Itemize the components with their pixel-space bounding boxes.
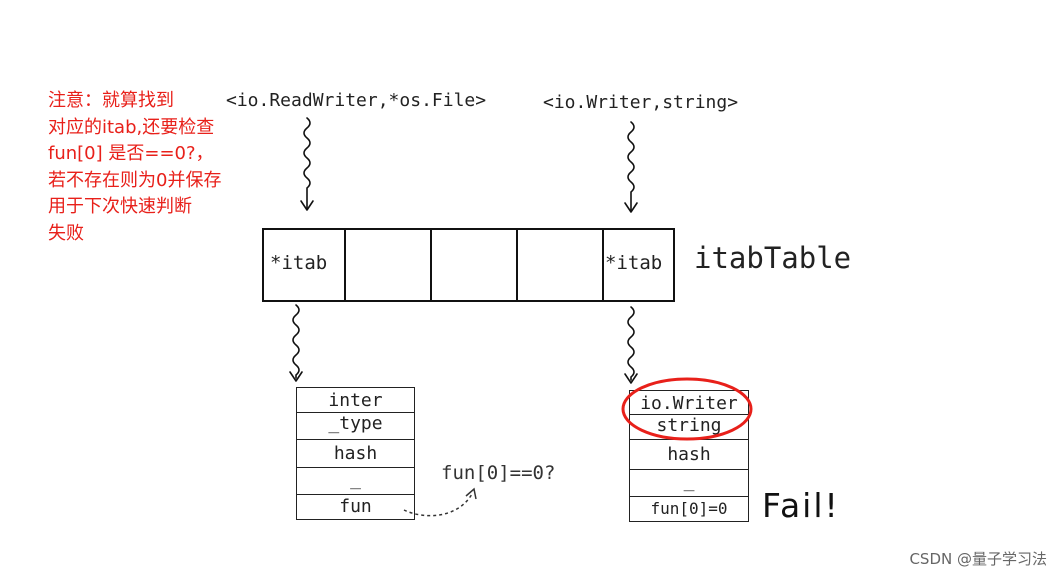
arrowhead-3	[289, 371, 303, 382]
left-row-inter: inter	[297, 388, 414, 413]
itab-cell-3	[432, 230, 518, 300]
note-line-1: 注意：就算找到	[48, 90, 174, 111]
squiggle-arrow-2	[627, 121, 635, 211]
left-row-hash: hash	[297, 440, 414, 468]
note-line-6: 失败	[48, 222, 84, 244]
itab-table: *itab *itab	[262, 228, 675, 302]
left-row-fun: fun	[339, 496, 372, 517]
left-row-type: _type	[297, 413, 414, 440]
squiggle-arrow-3	[292, 304, 300, 379]
red-note: 注意：就算找到 对应的itab,还要检查 fun[0] 是否==0?， 若不存在…	[48, 88, 263, 247]
right-row-fun0: fun[0]=0	[650, 499, 728, 518]
highlight-circle	[621, 377, 753, 441]
fun0-check-annotation: fun[0]==0?	[441, 462, 556, 484]
right-row-iowriter: io.Writer	[630, 391, 748, 415]
note-line-5: 用于下次快速判断	[48, 196, 192, 217]
note-line-4: 若不存在则为0并保存	[48, 169, 222, 191]
dashed-curve-arrow	[403, 493, 473, 517]
label-readwriter-osfile: <io.ReadWriter,*os.File>	[226, 90, 487, 111]
arrowhead-4	[624, 373, 638, 384]
right-row-underscore: _	[630, 470, 748, 497]
itab-cell-4	[518, 230, 604, 300]
note-line-3: fun[0] 是否==0?，	[48, 143, 214, 164]
dashed-arrowhead	[465, 487, 477, 500]
itab-cell-1: *itab	[264, 230, 346, 300]
note-line-2: 对应的itab,还要检查	[48, 116, 215, 138]
itab-table-title: itabTable	[694, 241, 852, 275]
squiggle-arrow-4	[627, 306, 635, 381]
squiggle-arrow-1	[303, 117, 311, 209]
fail-label: Fail!	[762, 486, 840, 525]
arrowhead-1	[300, 200, 314, 211]
right-itab-struct: io.Writer string hash _ fun[0]=0	[629, 390, 749, 522]
itab-cell-5: *itab	[605, 252, 663, 274]
left-row-underscore: _	[297, 468, 414, 495]
itab-cell-2	[346, 230, 432, 300]
csdn-credit: CSDN @量子学习法	[909, 550, 1047, 568]
left-itab-struct: inter _type hash _ fun	[296, 387, 415, 520]
right-row-hash: hash	[630, 440, 748, 470]
arrowhead-2	[624, 202, 638, 213]
label-writer-string: <io.Writer,string>	[543, 92, 739, 113]
